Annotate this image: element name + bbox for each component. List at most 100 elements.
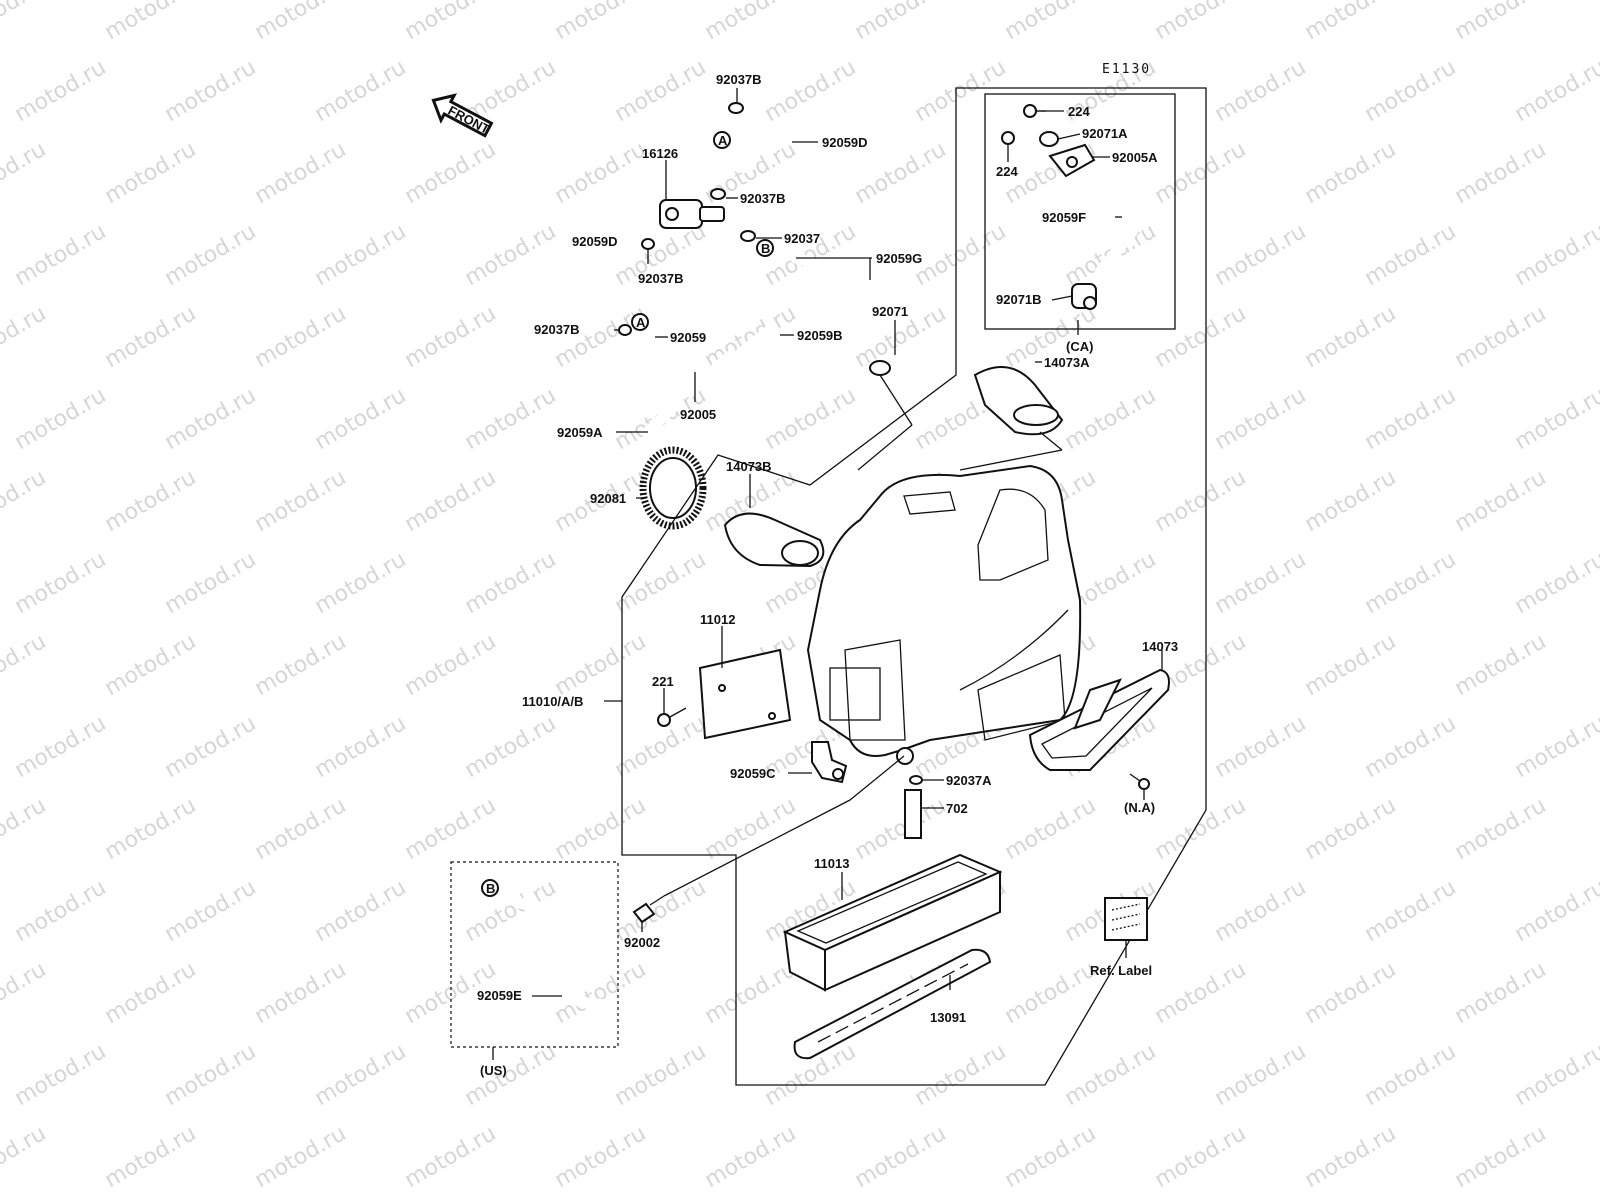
watermark-text: motod.ru — [401, 465, 501, 537]
watermark-text: motod.ru — [461, 711, 561, 783]
watermark-text: motod.ru — [1151, 465, 1251, 537]
watermark-text: motod.ru — [1301, 957, 1401, 1029]
valve-92071B — [1071, 283, 1097, 310]
watermark-text: motod.ru — [161, 55, 261, 127]
air-box-drain — [896, 747, 914, 765]
watermark-text: motod.ru — [1451, 301, 1551, 373]
label-92002: 92002 — [624, 935, 660, 950]
label-13091: 13091 — [930, 1010, 966, 1025]
watermark-text: motod.ru — [1301, 793, 1401, 865]
label-702: 702 — [946, 801, 968, 816]
label-92081: 92081 — [590, 491, 626, 506]
watermark-text: motod.ru — [161, 1039, 261, 1111]
watermark-text: motod.ru — [1151, 1121, 1251, 1193]
watermark-text: motod.ru — [251, 793, 351, 865]
watermark-text: motod.ru — [101, 793, 201, 865]
joint-92005 — [684, 350, 736, 398]
watermark-text: motod.ru — [1511, 219, 1600, 291]
label-11010: 11010/A/B — [522, 694, 583, 709]
label-92037A: 92037A — [946, 773, 992, 788]
label-92071: 92071 — [872, 304, 908, 319]
label-14073: 14073 — [1142, 639, 1178, 654]
hose-92059G — [790, 252, 872, 346]
watermark-text: motod.ru — [701, 1121, 801, 1193]
duct-14073A — [973, 366, 1064, 436]
watermark-text: motod.ru — [161, 875, 261, 947]
watermark-text: motod.ru — [461, 383, 561, 455]
duct-14073B — [723, 512, 825, 568]
label-16126: 16126 — [642, 146, 678, 161]
watermark-text: motod.ru — [1301, 301, 1401, 373]
label-92037B-mid: 92037B — [740, 191, 786, 206]
watermark-text: motod.ru — [11, 55, 111, 127]
label-92037B-low: 92037B — [534, 322, 580, 337]
watermark-text: motod.ru — [251, 1121, 351, 1193]
watermark-text: motod.ru — [761, 383, 861, 455]
svg-text:B: B — [761, 241, 770, 256]
watermark-text: motod.ru — [851, 1121, 951, 1193]
watermark-text: motod.ru — [161, 383, 261, 455]
watermark-text: motod.ru — [1361, 547, 1461, 619]
watermark-text: motod.ru — [0, 465, 50, 537]
watermark-text: motod.ru — [701, 0, 801, 45]
label-92037B-left: 92037B — [638, 271, 684, 286]
watermark-text: motod.ru — [161, 711, 261, 783]
label-92005A: 92005A — [1112, 150, 1158, 165]
tube-702 — [904, 789, 922, 839]
watermark-text: motod.ru — [1361, 219, 1461, 291]
watermark-text: motod.ru — [161, 219, 261, 291]
watermark-text: motod.ru — [1211, 383, 1311, 455]
label-224-top: 224 — [1068, 104, 1090, 119]
label-14073B: 14073B — [726, 459, 772, 474]
watermark-text: motod.ru — [1451, 0, 1551, 45]
watermark-text: motod.ru — [1211, 547, 1311, 619]
watermark-text: motod.ru — [461, 219, 561, 291]
watermark-text: motod.ru — [1151, 0, 1251, 45]
watermark-text: motod.ru — [1151, 957, 1251, 1029]
bolt-224-left — [1001, 131, 1015, 145]
assembly-outline — [621, 87, 1207, 1086]
label-224-left: 224 — [996, 164, 1018, 179]
label-92059C: 92059C — [730, 766, 776, 781]
label-92059D-left: 92059D — [572, 234, 618, 249]
label-92071A: 92071A — [1082, 126, 1128, 141]
watermark-text: motod.ru — [401, 1121, 501, 1193]
watermark-text: motod.ru — [251, 301, 351, 373]
watermark-text: motod.ru — [1001, 0, 1101, 45]
callout-a-low: A — [631, 313, 649, 331]
watermark-text: motod.ru — [401, 629, 501, 701]
label-92059: 92059 — [670, 330, 706, 345]
watermark-text: motod.ru — [1061, 1039, 1161, 1111]
callout-b-top: B — [756, 239, 774, 257]
watermark-text: motod.ru — [1511, 547, 1600, 619]
watermark-text: motod.ru — [1301, 1121, 1401, 1193]
label-92059E: 92059E — [477, 988, 522, 1003]
cover-11012 — [698, 648, 792, 740]
svg-text:B: B — [486, 881, 495, 896]
label-11012: 11012 — [700, 612, 735, 627]
label-92059F: 92059F — [1042, 210, 1086, 225]
label-ref: Ref. Label — [1090, 963, 1152, 978]
watermark-text: motod.ru — [101, 629, 201, 701]
part-labels: 92037B 92059D 16126 92037B 92037 92059D … — [477, 72, 1178, 1078]
watermark-text: motod.ru — [461, 547, 561, 619]
watermark-text: motod.ru — [0, 0, 50, 45]
watermark-text: motod.ru — [101, 301, 201, 373]
label-92071B: 92071B — [996, 292, 1042, 307]
label-92037B-top: 92037B — [716, 72, 762, 87]
watermark-text: motod.ru — [1511, 1039, 1600, 1111]
callout-a-top: A — [713, 131, 731, 149]
watermark-text: motod.ru — [1001, 793, 1101, 865]
label-us: (US) — [480, 1063, 507, 1078]
callout-b-us: B — [481, 879, 499, 897]
watermark-text: motod.ru — [1211, 711, 1311, 783]
watermark-text: motod.ru — [911, 219, 1011, 291]
filter-11013 — [782, 853, 1003, 992]
valve-92005A — [1048, 143, 1096, 178]
label-92059G: 92059G — [876, 251, 922, 266]
label-11013: 11013 — [814, 856, 849, 871]
watermark-text: motod.ru — [551, 0, 651, 45]
watermark-text: motod.ru — [1211, 55, 1311, 127]
